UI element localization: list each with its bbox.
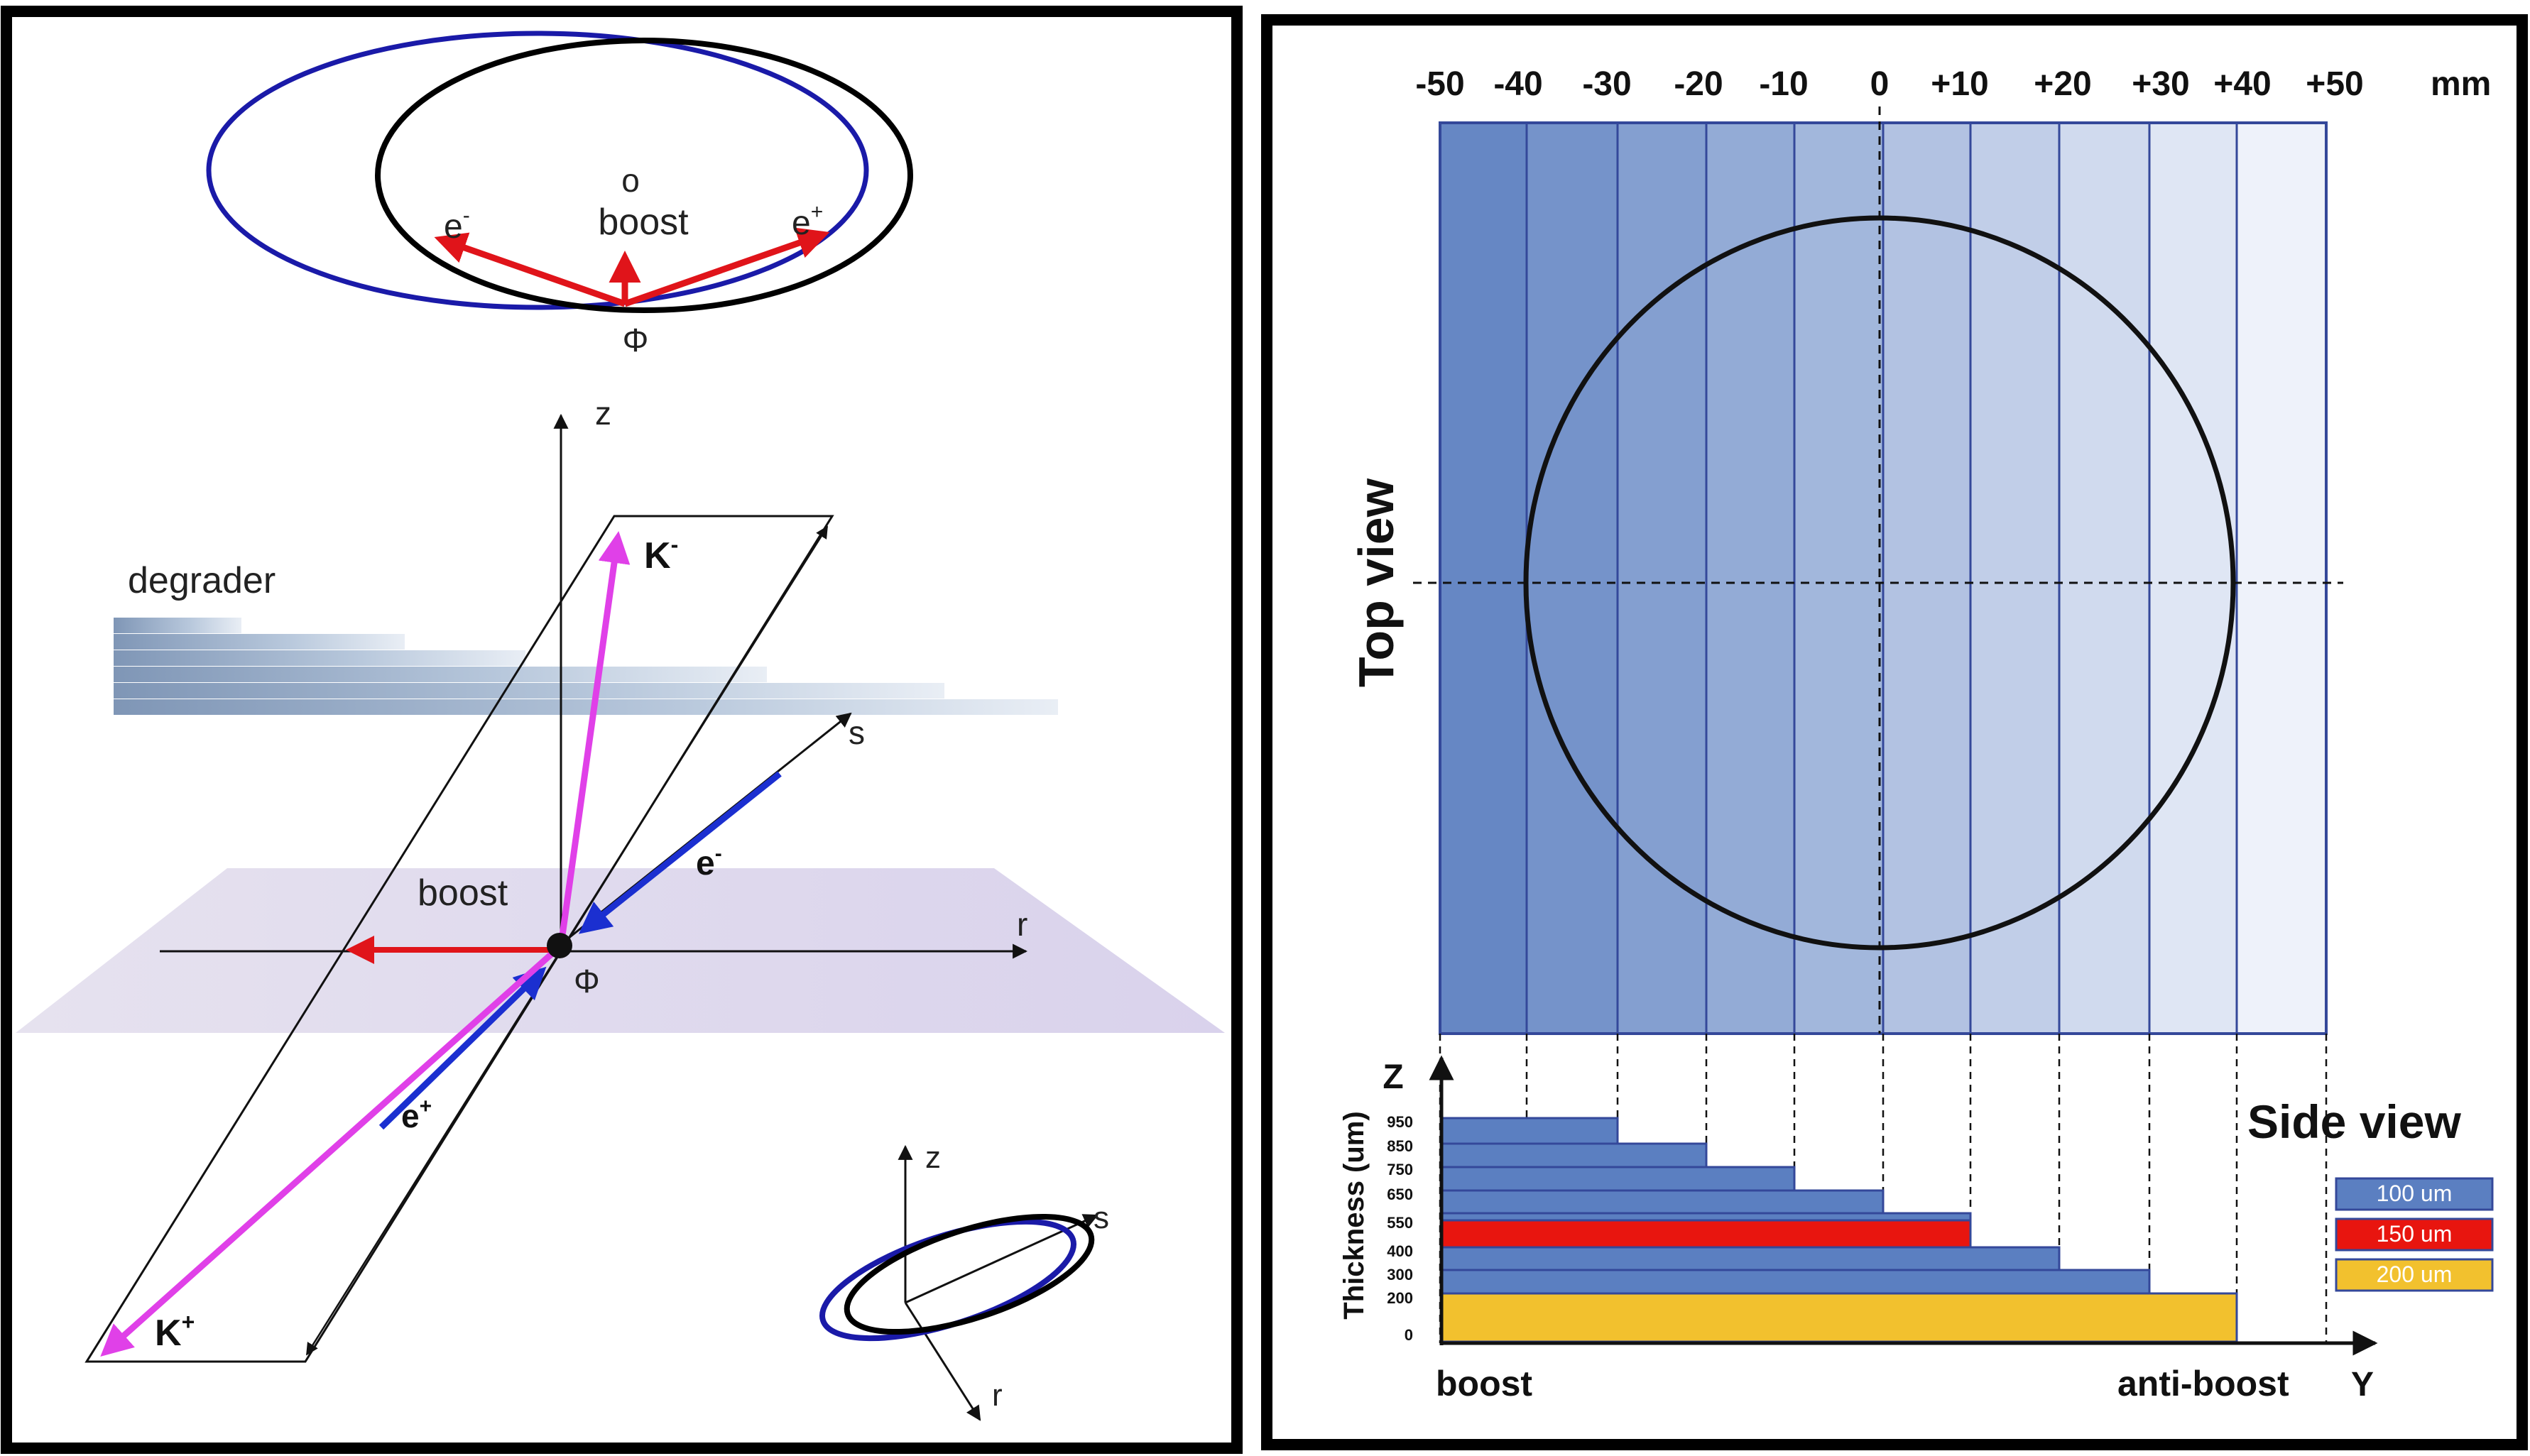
inset-s-label: s bbox=[1094, 1200, 1109, 1235]
y-tick-label: +10 bbox=[1931, 65, 1988, 103]
boost-label: boost bbox=[1436, 1364, 1532, 1403]
e-minus-beam bbox=[578, 771, 782, 934]
thickness-axis-label: Thickness (um) bbox=[1338, 1111, 1370, 1319]
degrader-slab bbox=[114, 683, 944, 699]
rest-ellipse bbox=[375, 38, 913, 313]
k-plus-label: K+ bbox=[155, 1309, 195, 1354]
thickness-tick-label: 300 bbox=[1387, 1266, 1413, 1283]
y-tick-labels: -50 -40 -30 -20 -10 0 +10 +20 +30 +40 +50 bbox=[1415, 65, 2363, 103]
thickness-layer bbox=[1440, 1142, 1708, 1168]
thickness-layer bbox=[1440, 1269, 2151, 1295]
inset-rest-ellipse bbox=[844, 1213, 1095, 1335]
top-view-strip bbox=[1793, 121, 1885, 1035]
side-view-label: Side view bbox=[2247, 1095, 2461, 1148]
phi-label: Φ bbox=[623, 322, 649, 358]
top-view-strip bbox=[1969, 121, 2061, 1035]
thickness-tick-label: 0 bbox=[1405, 1326, 1413, 1344]
right-panel: -50 -40 -30 -20 -10 0 +10 +20 +30 +40 +50 mm Top v… bbox=[1261, 14, 2528, 1450]
y-tick-label: 0 bbox=[1870, 65, 1890, 103]
thickness-layer bbox=[1440, 1117, 1619, 1145]
top-view-strip bbox=[2235, 121, 2328, 1035]
top-view-strip bbox=[1882, 121, 1972, 1035]
legend-label: 100 um bbox=[2377, 1181, 2453, 1206]
k-minus-arrow bbox=[557, 531, 631, 946]
inset-z-label: z bbox=[925, 1140, 941, 1175]
e-minus-label: e- bbox=[444, 204, 470, 246]
legend-swatch bbox=[2335, 1177, 2494, 1211]
inset-r-label: r bbox=[992, 1378, 1003, 1413]
thickness-layer bbox=[1440, 1246, 2061, 1271]
y-tick-label: -30 bbox=[1582, 65, 1631, 103]
e-plus-arrow bbox=[623, 227, 830, 307]
y-tick-label: -20 bbox=[1674, 65, 1723, 103]
inset-r-axis bbox=[904, 1302, 981, 1421]
top-view-strip bbox=[1439, 121, 1528, 1035]
degrader-slab bbox=[114, 634, 405, 650]
main-3d-diagram: degrader z K- s e- boost bbox=[16, 395, 1225, 1363]
y-tick-label: +30 bbox=[2132, 65, 2189, 103]
thickness-tick-label: 200 bbox=[1387, 1289, 1413, 1307]
phi-label: Φ bbox=[574, 963, 600, 1000]
legend-swatch bbox=[2335, 1217, 2494, 1252]
phi-vertex bbox=[547, 933, 572, 958]
top-view-strip bbox=[1616, 121, 1708, 1035]
boosted-ellipse bbox=[206, 31, 869, 310]
legend-swatch bbox=[2335, 1258, 2494, 1292]
e-plus-label: e+ bbox=[792, 200, 823, 242]
thickness-layer bbox=[1440, 1166, 1796, 1192]
r-axis-label: r bbox=[1017, 906, 1027, 943]
origin-label: o bbox=[621, 162, 640, 199]
thickness-layer bbox=[1440, 1219, 1972, 1249]
degrader-slab bbox=[114, 667, 767, 682]
e-plus-beam bbox=[378, 966, 547, 1130]
boost-label: boost bbox=[598, 202, 689, 243]
thickness-tick-label: 850 bbox=[1387, 1137, 1413, 1155]
top-view-strip bbox=[2148, 121, 2238, 1035]
s-axis-label: s bbox=[849, 714, 865, 751]
top-view-label: Top view bbox=[1348, 478, 1404, 687]
degrader-label: degrader bbox=[128, 560, 276, 601]
thickness-tick-label: 550 bbox=[1387, 1214, 1413, 1232]
y-tick-label: +20 bbox=[2034, 65, 2091, 103]
top-view-strip bbox=[2058, 121, 2151, 1035]
degrader-slab bbox=[114, 618, 241, 633]
anti-boost-label: anti-boost bbox=[2117, 1364, 2289, 1403]
degrader-slab bbox=[114, 650, 525, 666]
thickness-layer bbox=[1440, 1189, 1885, 1215]
legend-label: 150 um bbox=[2377, 1221, 2453, 1247]
y-axis-label: Y bbox=[2351, 1366, 2374, 1403]
side-view-layers bbox=[1440, 1117, 2238, 1343]
thickness-tick-label: 750 bbox=[1387, 1161, 1413, 1178]
top-view-strips bbox=[1439, 121, 2328, 1035]
e-plus-label: e+ bbox=[401, 1095, 432, 1134]
thickness-layer bbox=[1440, 1292, 2238, 1343]
decay-parallelogram bbox=[84, 515, 834, 1363]
z-axis-label: z bbox=[595, 395, 611, 432]
e-minus-label: e- bbox=[696, 842, 722, 882]
y-tick-label: +40 bbox=[2213, 65, 2271, 103]
thickness-tick-label: 650 bbox=[1387, 1186, 1413, 1203]
k-minus-label: K- bbox=[644, 532, 678, 576]
boost-label: boost bbox=[418, 872, 508, 914]
thickness-tick-labels: 950 850 750 650 550 400 300 200 0 bbox=[1387, 1113, 1413, 1344]
small-inset-diagram: z s r bbox=[819, 1140, 1109, 1421]
top-ellipses-diagram: o boost e- e+ Φ bbox=[206, 31, 913, 358]
degrader-slab bbox=[114, 699, 1058, 715]
left-panel: o boost e- e+ Φ degrader bbox=[1, 6, 1243, 1454]
top-view-strip bbox=[1525, 121, 1619, 1035]
e-minus-arrow bbox=[434, 232, 626, 307]
y-tick-label: -40 bbox=[1493, 65, 1542, 103]
legend-label: 200 um bbox=[2377, 1261, 2453, 1287]
z-axis-label: Z bbox=[1383, 1058, 1403, 1096]
thickness-tick-label: 950 bbox=[1387, 1113, 1413, 1131]
target-circle bbox=[1523, 215, 2236, 951]
k-plus-arrow bbox=[100, 943, 563, 1357]
y-tick-label: -50 bbox=[1415, 65, 1464, 103]
y-tick-label: -10 bbox=[1759, 65, 1808, 103]
y-tick-label: +50 bbox=[2306, 65, 2363, 103]
thickness-legend: 100 um 150 um 200 um bbox=[2335, 1177, 2494, 1292]
unit-label: mm bbox=[2431, 65, 2491, 103]
thickness-tick-label: 400 bbox=[1387, 1242, 1413, 1260]
